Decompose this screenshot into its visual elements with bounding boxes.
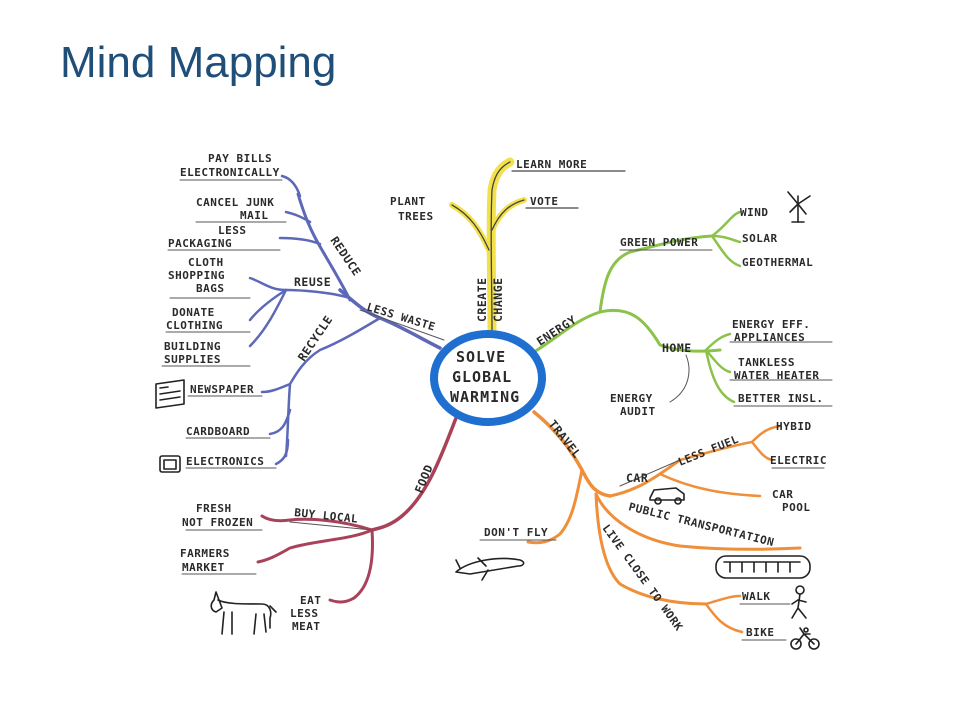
building-label: BUILDING <box>164 340 221 353</box>
branch-travel: TRAVEL CAR LESS FUEL HYBID ELECTRIC CAR … <box>455 410 827 650</box>
bicycle-icon <box>790 627 820 650</box>
reduce-label: REDUCE <box>328 234 365 279</box>
center-line-2: GLOBAL <box>452 368 512 386</box>
cardboard-label: CARDBOARD <box>186 425 250 438</box>
less-fuel-label: LESS FUEL <box>676 433 740 469</box>
packaging-label: PACKAGING <box>168 237 232 250</box>
cancel-junk-label: CANCEL JUNK <box>196 196 274 209</box>
newspaper-label: NEWSPAPER <box>190 383 254 396</box>
plant-label: PLANT <box>390 195 426 208</box>
slide-title: Mind Mapping <box>60 38 337 87</box>
walk-label: WALK <box>742 590 771 603</box>
geothermal-label: GEOTHERMAL <box>742 256 813 269</box>
appliances-label: APPLIANCES <box>734 331 805 344</box>
less-pack-label: LESS <box>218 224 247 237</box>
electronically-label: ELECTRONICALLY <box>180 166 280 179</box>
central-topic: SOLVE GLOBAL WARMING <box>430 330 546 426</box>
public-transportation-label: PUBLIC TRANSPORTATION <box>627 500 775 549</box>
green-power-label: GREEN POWER <box>620 236 698 249</box>
tv-icon <box>159 455 181 473</box>
clothing-label: CLOTHING <box>166 319 223 332</box>
live-close-label: LIVE CLOSE TO WORK <box>600 522 686 633</box>
meat-label: MEAT <box>292 620 321 633</box>
car-label: CAR <box>626 471 648 485</box>
fresh-label: FRESH <box>196 502 232 515</box>
farmers-label: FARMERS <box>180 547 230 560</box>
learn-more-label: LEARN MORE <box>516 158 587 171</box>
cloth-label: CLOTH <box>188 256 224 269</box>
better-insl-label: BETTER INSL. <box>738 392 823 405</box>
mail-label: MAIL <box>240 209 269 222</box>
supplies-label: SUPPLIES <box>164 353 221 366</box>
energy-audit-label-2: AUDIT <box>620 405 656 418</box>
car-pool-label-1: CAR <box>772 488 793 501</box>
eat-label: EAT <box>300 594 321 607</box>
shopping-label: SHOPPING <box>168 269 225 282</box>
vote-label: VOTE <box>530 195 559 208</box>
change-label: CHANGE <box>491 277 505 322</box>
newspaper-icon <box>155 379 185 409</box>
tankless-label: TANKLESS <box>738 356 795 369</box>
windmill-icon <box>787 191 811 223</box>
create-label: CREATE <box>475 277 489 322</box>
branch-food: FOOD BUY LOCAL FRESH NOT FROZEN FARMERS … <box>180 416 458 635</box>
home-label: HOME <box>662 341 692 355</box>
buy-local-label: BUY LOCAL <box>294 506 359 526</box>
airplane-icon <box>455 557 525 581</box>
dont-fly-label: DON'T FLY <box>484 526 548 539</box>
walking-person-icon <box>791 585 807 619</box>
energy-audit-label-1: ENERGY <box>610 392 653 405</box>
branch-create-change: CREATE CHANGE LEARN MORE VOTE PLANT TREE… <box>390 157 626 335</box>
center-line-1: SOLVE <box>456 348 506 366</box>
car-pool-label-2: POOL <box>782 501 811 514</box>
water-heater-label: WATER HEATER <box>734 369 819 382</box>
cow-icon <box>210 591 277 635</box>
recycle-label: RECYCLE <box>295 313 336 364</box>
pay-bills-label: PAY BILLS <box>208 152 272 165</box>
energy-eff-label: ENERGY EFF. <box>732 318 810 331</box>
hybid-label: HYBID <box>776 420 812 433</box>
car-icon <box>649 487 685 505</box>
energy-label: ENERGY <box>534 313 579 349</box>
donate-label: DONATE <box>172 306 215 319</box>
travel-label: TRAVEL <box>546 417 584 461</box>
market-label: MARKET <box>182 561 225 574</box>
electronics-label: ELECTRONICS <box>186 455 264 468</box>
not-frozen-label: NOT FROZEN <box>182 516 253 529</box>
bus-icon <box>715 555 811 579</box>
less-label: LESS <box>290 607 319 620</box>
center-line-3: WARMING <box>450 388 520 406</box>
electric-label: ELECTRIC <box>770 454 827 467</box>
bags-label: BAGS <box>196 282 225 295</box>
branch-energy: ENERGY GREEN POWER WIND SOLAR GEOTHERMAL… <box>532 191 833 418</box>
bike-label: BIKE <box>746 626 775 639</box>
food-label: FOOD <box>412 462 436 495</box>
solar-label: SOLAR <box>742 232 778 245</box>
wind-label: WIND <box>740 206 769 219</box>
trees-label: TREES <box>398 210 434 223</box>
reuse-label: REUSE <box>294 275 331 289</box>
